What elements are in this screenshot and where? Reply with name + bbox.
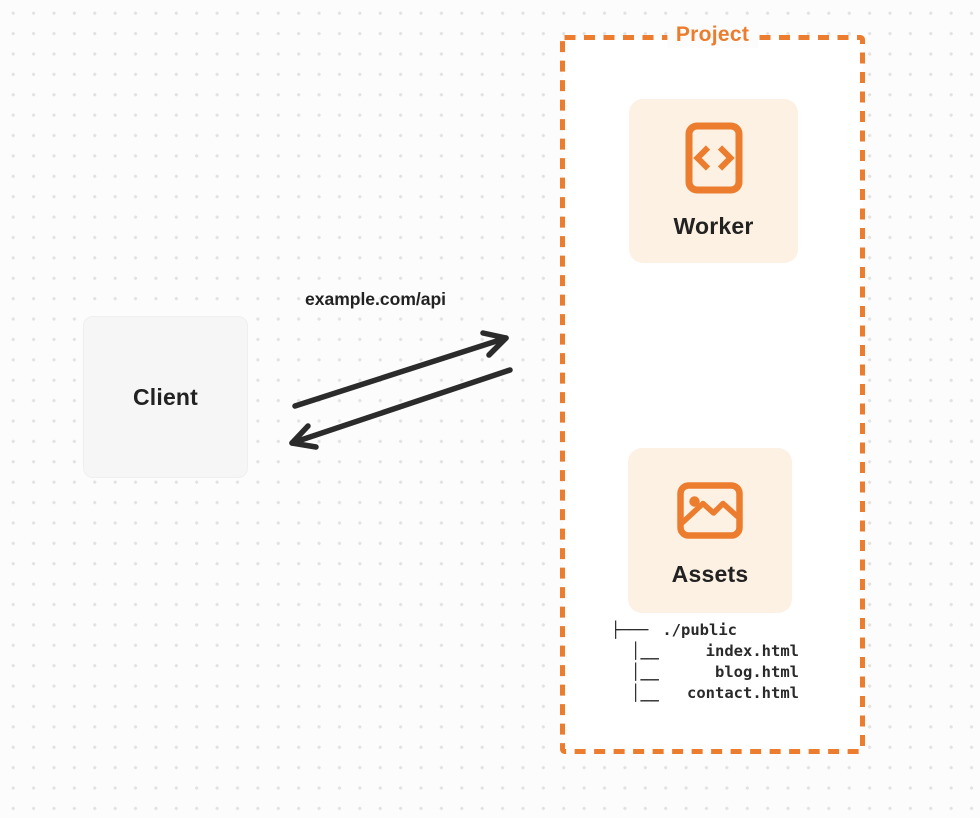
project-boundary: Project Worker Assets ├─── ./public: [560, 22, 865, 754]
client-label: Client: [132, 383, 199, 410]
assets-node: Assets: [628, 448, 792, 613]
tree-branch-glyph: │__: [631, 642, 659, 660]
request-response-arrows: [289, 330, 513, 450]
assets-label: Assets: [671, 561, 749, 587]
worker-label: Worker: [673, 213, 754, 239]
worker-node: Worker: [629, 99, 798, 263]
tree-file-name: blog.html: [715, 663, 799, 681]
file-tree-row-blog: │__ blog.html: [611, 662, 799, 683]
file-tree-row-index: │__ index.html: [611, 641, 799, 662]
file-tree-row-public: ├─── ./public: [611, 620, 799, 641]
code-file-icon: [685, 122, 742, 194]
request-url-label: example.com/api: [305, 289, 447, 309]
response-arrow: [289, 367, 513, 450]
tree-file-name: contact.html: [687, 684, 799, 702]
request-arrow: [292, 330, 509, 409]
project-label: Project: [666, 22, 759, 48]
tree-branch-glyph: ├───: [611, 621, 649, 639]
client-node: Client: [83, 316, 248, 478]
file-tree-row-contact: │__ contact.html: [611, 683, 799, 704]
file-tree: ├─── ./public │__ index.html │__ blog.ht…: [611, 620, 799, 704]
tree-branch-glyph: │__: [631, 684, 659, 702]
tree-file-name: index.html: [705, 642, 799, 660]
tree-branch-glyph: │__: [631, 663, 659, 681]
image-icon: [677, 482, 743, 539]
tree-dir-name: ./public: [662, 621, 737, 639]
